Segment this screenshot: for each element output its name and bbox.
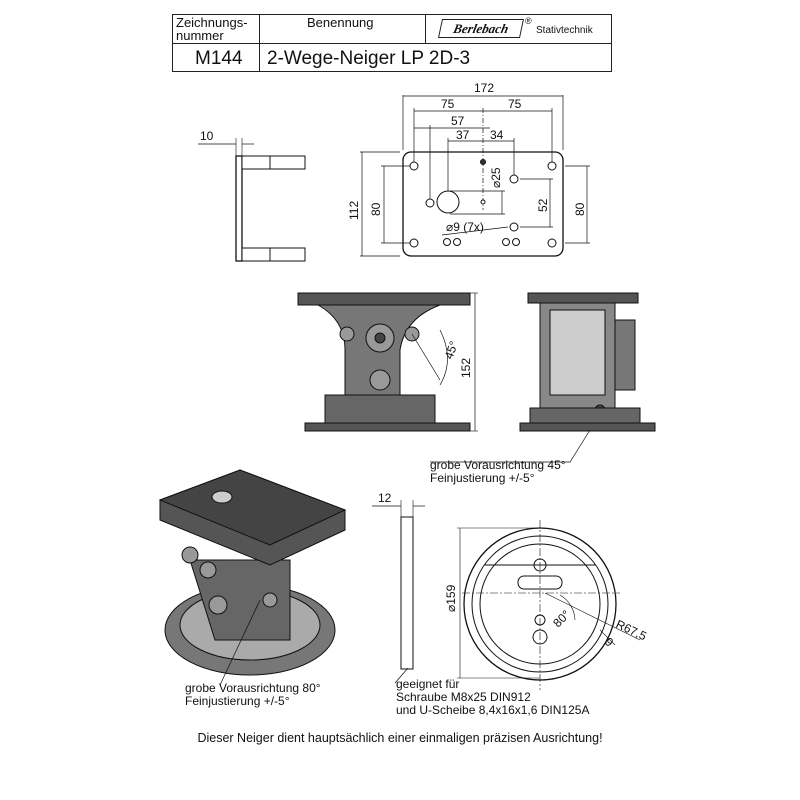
note-45: grobe Vorausrichtung 45° Feinjustierung …	[430, 459, 566, 485]
dim-disc-thickness: 12	[378, 491, 392, 505]
footer-note: Dieser Neiger dient hauptsächlich einer …	[197, 731, 603, 745]
dim-172: 172	[474, 81, 494, 95]
brand-cell: Berlebach ® Stativtechnik	[426, 15, 611, 43]
dim-57: 57	[451, 114, 465, 128]
brand-subtitle: Stativtechnik	[536, 25, 593, 36]
dim-side-thickness: 10	[200, 129, 214, 143]
dim-52: 52	[536, 198, 550, 212]
name-label-cell: Benennung	[259, 15, 426, 43]
note-80: grobe Vorausrichtung 80° Feinjustierung …	[185, 682, 321, 708]
isometric-view	[158, 469, 347, 686]
dim-dia25: ⌀25	[489, 167, 503, 188]
dim-80-left: 80	[369, 202, 383, 216]
drawing-number-label-1: Zeichnungs-	[176, 15, 248, 30]
front-view: 45° 152	[297, 292, 478, 432]
note-fine-45: Feinjustierung +/-5°	[430, 471, 535, 485]
dim-80-right: 80	[573, 202, 587, 216]
plate-top-view: 172 75 75 57 37 34 ⌀25 112 80 80 52 ⌀9 (…	[347, 81, 590, 257]
dim-45deg: 45°	[442, 339, 461, 361]
dim-152: 152	[459, 358, 473, 378]
title-block: Zeichnungs- nummer M144 Benennung Berleb…	[172, 14, 612, 72]
note-suitable-1: geeignet für	[396, 677, 460, 691]
disc-side-view: 12	[372, 491, 425, 684]
dim-holes: ⌀9 (7x)	[446, 220, 484, 234]
product-name: 2-Wege-Neiger LP 2D-3	[267, 48, 471, 69]
note-suitable: geeignet für Schraube M8x25 DIN912 und U…	[396, 678, 589, 717]
note-suitable-2: Schraube M8x25 DIN912	[396, 690, 531, 704]
note-coarse-45: grobe Vorausrichtung 45°	[430, 458, 566, 472]
note-fine-80: Feinjustierung +/-5°	[185, 694, 290, 708]
brand-mark: ®	[525, 16, 532, 26]
dim-37: 37	[456, 128, 470, 142]
dim-34: 34	[490, 128, 504, 142]
dim-radius: R67,5	[614, 617, 649, 643]
dim-75-right: 75	[508, 97, 522, 111]
side-view	[430, 292, 656, 463]
drawing-number: M144	[195, 48, 243, 69]
dim-112: 112	[347, 201, 361, 220]
note-suitable-3: und U-Scheibe 8,4x16x1,6 DIN125A	[396, 703, 590, 717]
drawing-number-label-2: nummer	[176, 28, 224, 43]
disc-top-view: ⌀159 80° R67,5 9	[444, 520, 649, 690]
dim-75-left: 75	[441, 97, 455, 111]
name-label: Benennung	[307, 15, 374, 30]
plate-side-view: 10	[198, 129, 306, 262]
dim-dia159: ⌀159	[444, 584, 458, 612]
note-coarse-80: grobe Vorausrichtung 80°	[185, 681, 321, 695]
drawing-number-cell: Zeichnungs- nummer M144	[173, 15, 260, 71]
